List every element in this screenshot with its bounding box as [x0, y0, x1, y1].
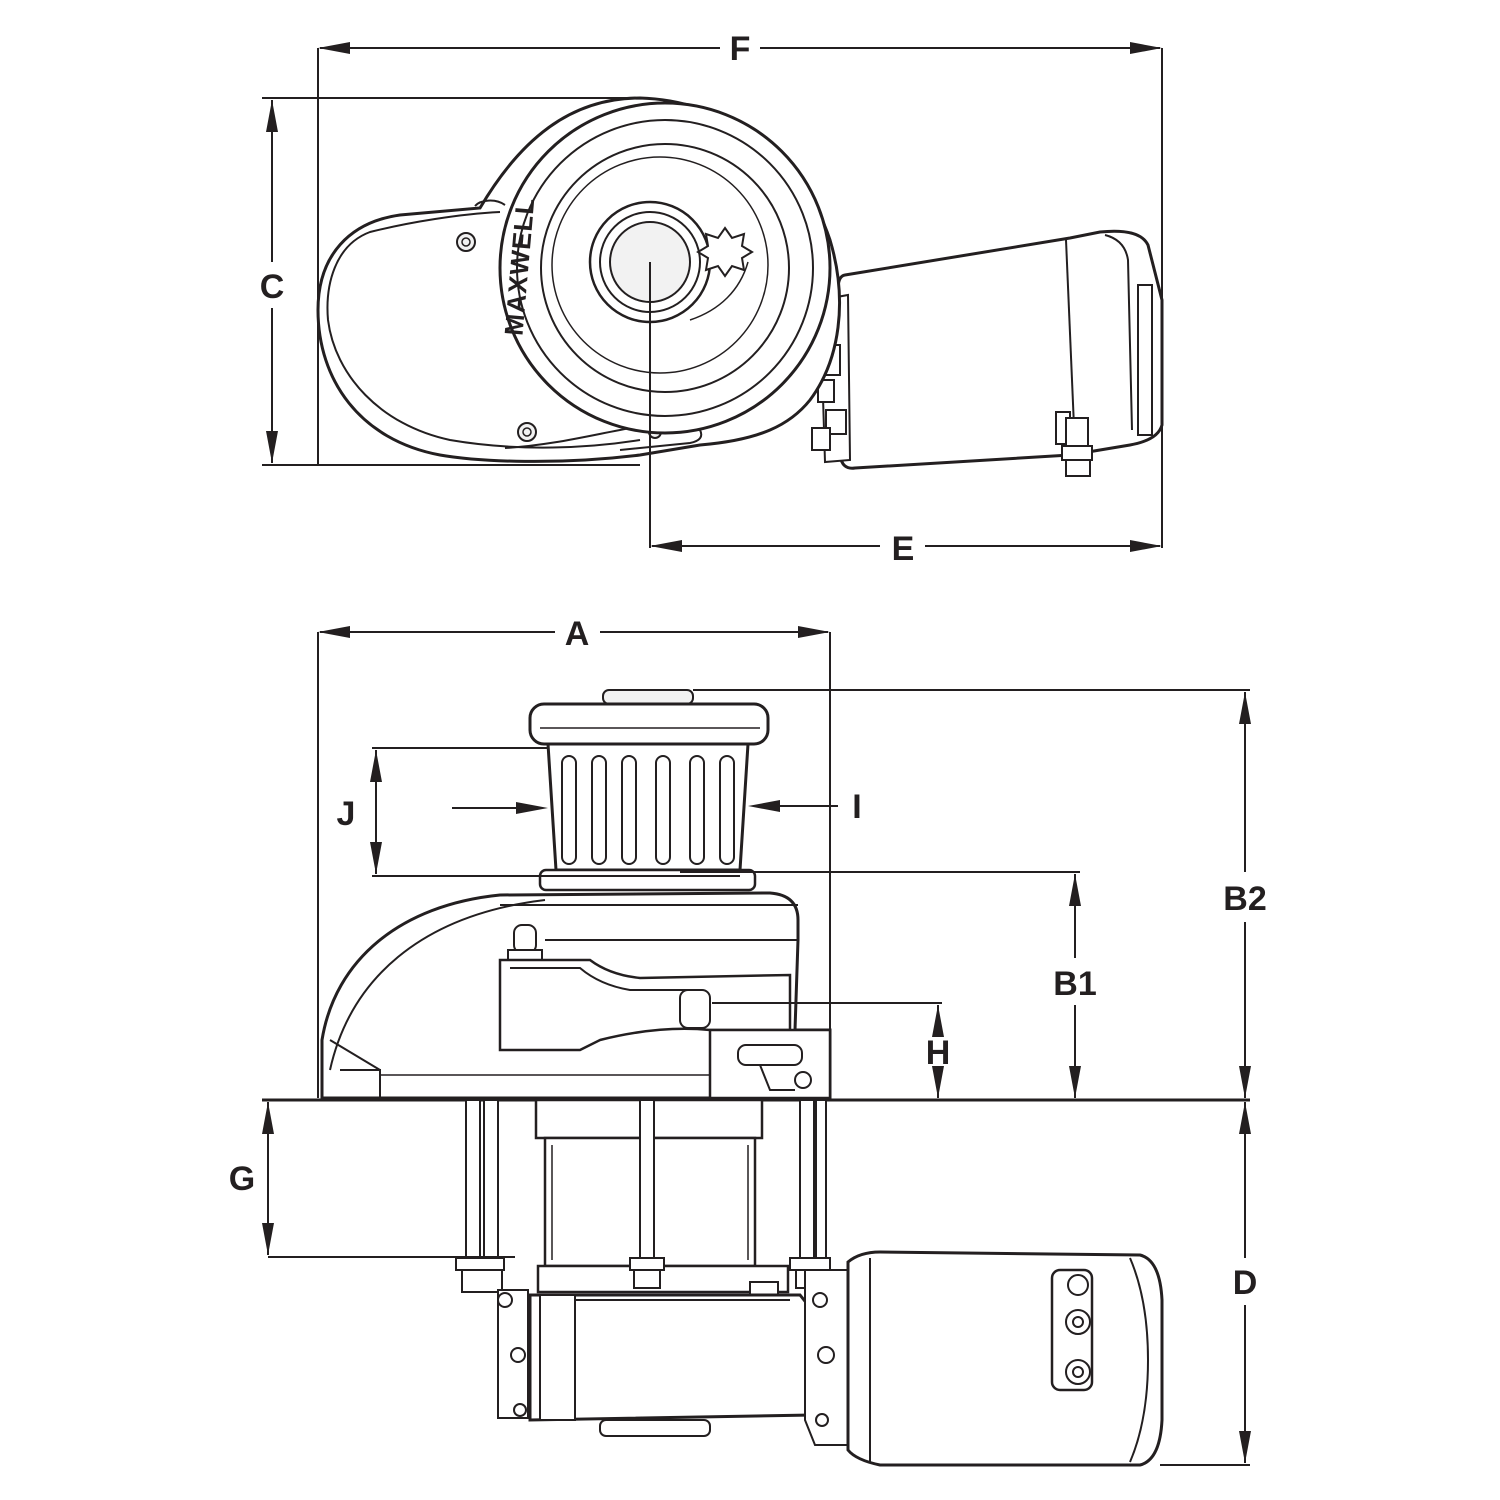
side-view: A B2 B1 J: [229, 615, 1267, 1467]
dimension-D: D: [1160, 1102, 1258, 1466]
label-B1: B1: [1053, 965, 1096, 1003]
label-E: E: [892, 530, 915, 568]
dimension-E: E: [650, 530, 1162, 568]
dimension-I: I: [452, 788, 862, 826]
label-I: I: [852, 788, 861, 826]
side-view-motor: [846, 1250, 1164, 1467]
side-view-gypsy: [528, 689, 770, 892]
label-C: C: [260, 268, 285, 306]
label-D: D: [1233, 1264, 1258, 1302]
dimension-J: J: [337, 747, 740, 877]
label-B2: B2: [1223, 880, 1266, 918]
dimension-A: A: [317, 615, 831, 1098]
dimension-B2: B2: [693, 689, 1267, 1098]
label-J: J: [337, 795, 356, 833]
top-view-motor: [811, 229, 1164, 477]
dimension-H: H: [712, 1002, 951, 1098]
label-F: F: [730, 30, 751, 68]
dimension-G: G: [229, 1102, 515, 1258]
dimension-F: F: [317, 30, 1163, 548]
side-view-housing: [320, 891, 832, 1100]
label-G: G: [229, 1160, 255, 1198]
dimension-B1: B1: [680, 871, 1097, 1098]
dimension-C: C: [260, 97, 640, 466]
side-view-underdeck: [455, 1098, 849, 1446]
top-view: MAXWELL F C: [260, 30, 1164, 568]
label-H: H: [926, 1034, 951, 1072]
label-A: A: [565, 615, 590, 653]
